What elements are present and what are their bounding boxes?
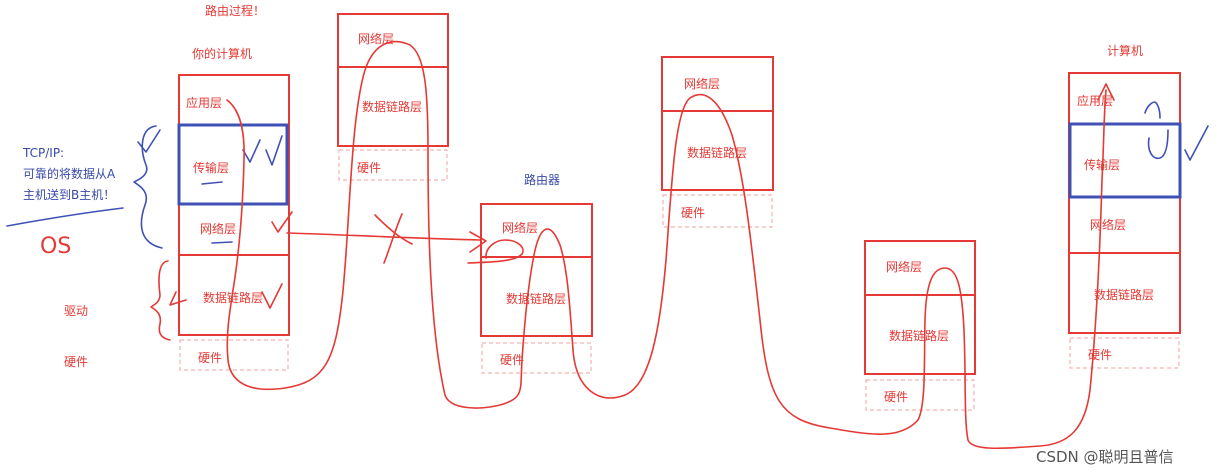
your-transport-layer: 传输层 — [193, 160, 229, 175]
underline-os — [6, 207, 124, 227]
node1-datalink-layer: 数据链路层 — [362, 99, 422, 114]
forward-arrowhead — [469, 231, 487, 253]
node1-network-layer: 网络层 — [358, 31, 394, 46]
router-frame — [480, 203, 593, 337]
target-app-arrow — [1144, 101, 1161, 119]
node1-hardware-box — [338, 149, 448, 181]
node3-network-layer: 网络层 — [684, 76, 720, 91]
target-computer-label: 计算机 — [1107, 43, 1143, 58]
target-hardware-box — [1069, 337, 1180, 369]
target-computer-frame — [1068, 72, 1181, 334]
check-mark-left — [137, 129, 161, 153]
node4-network-layer: 网络层 — [886, 259, 922, 274]
node4-datalink-layer: 数据链路层 — [889, 328, 949, 343]
underline-network — [211, 241, 233, 244]
node4-frame — [864, 240, 976, 375]
target-computer-transport-box — [1068, 122, 1182, 199]
node4-hardware-label: 硬件 — [884, 390, 908, 404]
cross-mark-a — [374, 214, 413, 245]
your-app-layer: 应用层 — [186, 95, 222, 110]
router-loop — [467, 239, 524, 264]
node3-datalink-layer: 数据链路层 — [687, 145, 747, 160]
driver-label: 驱动 — [64, 304, 88, 318]
router-hardware-label: 硬件 — [500, 353, 524, 367]
blue-annotations — [6, 101, 1209, 249]
hardware-side-label: 硬件 — [64, 355, 88, 369]
cross-mark-b — [383, 213, 403, 264]
your-network-layer: 网络层 — [200, 221, 236, 236]
side-notes: TCP/IP: 可靠的将数据从A 主机送到B主机！ OS 驱动 硬件 — [22, 146, 116, 369]
node1-stack: 网络层 数据链路层 硬件 — [337, 13, 449, 181]
node3-stack: 网络层 数据链路层 硬件 — [661, 56, 774, 228]
node1-frame — [337, 13, 449, 147]
node3-frame — [661, 56, 774, 191]
router-datalink-layer: 数据链路层 — [506, 291, 566, 306]
tcpip-line2: 主机送到B主机！ — [23, 187, 115, 202]
packet-path-arrowhead — [1097, 83, 1115, 101]
router-hardware-box — [481, 342, 592, 374]
brace-tcpip — [133, 125, 163, 249]
check-transport-1 — [242, 139, 261, 163]
tcpip-line1: 可靠的将数据从A — [23, 166, 116, 181]
check-transport-2 — [265, 135, 283, 166]
target-computer-stack: 计算机 应用层 传输层 网络层 数据链路层 硬件 — [1068, 43, 1182, 369]
brace-driver — [150, 260, 171, 341]
check-network — [271, 211, 293, 233]
watermark: CSDN @聪明且普信 — [1036, 448, 1174, 466]
your-hardware-box — [179, 339, 289, 371]
tcpip-title: TCP/IP: — [22, 146, 64, 160]
target-network-layer: 网络层 — [1090, 217, 1126, 232]
your-computer-label: 你的计算机 — [192, 46, 252, 61]
router-network-layer: 网络层 — [502, 220, 538, 235]
target-datalink-layer: 数据链路层 — [1094, 287, 1154, 302]
target-app-layer: 应用层 — [1077, 93, 1113, 108]
your-hardware-label: 硬件 — [198, 351, 222, 365]
node4-stack: 网络层 数据链路层 硬件 — [864, 240, 976, 411]
your-computer-transport-box — [177, 123, 289, 206]
down-arrowhead — [169, 291, 187, 306]
check-datalink — [261, 283, 283, 309]
packet-path — [226, 40, 1107, 450]
node3-hardware-label: 硬件 — [681, 206, 705, 220]
red-annotations — [150, 40, 1115, 450]
underline-transport — [201, 181, 223, 185]
forward-arrow-line — [286, 232, 481, 241]
router-label: 路由器 — [524, 172, 560, 187]
router-stack: 路由器 网络层 数据链路层 硬件 — [480, 172, 593, 374]
os-label: OS — [40, 234, 71, 259]
target-loop — [1147, 129, 1169, 160]
check-target — [1184, 125, 1209, 161]
diagram-title: 路由过程！ — [205, 3, 265, 18]
node3-hardware-box — [662, 194, 773, 228]
node4-hardware-box — [865, 379, 975, 411]
your-computer-stack: 你的计算机 应用层 传输层 网络层 数据链路层 硬件 — [177, 46, 290, 371]
target-hardware-label: 硬件 — [1088, 348, 1112, 362]
your-datalink-layer: 数据链路层 — [203, 290, 263, 305]
node1-hardware-label: 硬件 — [357, 161, 381, 175]
